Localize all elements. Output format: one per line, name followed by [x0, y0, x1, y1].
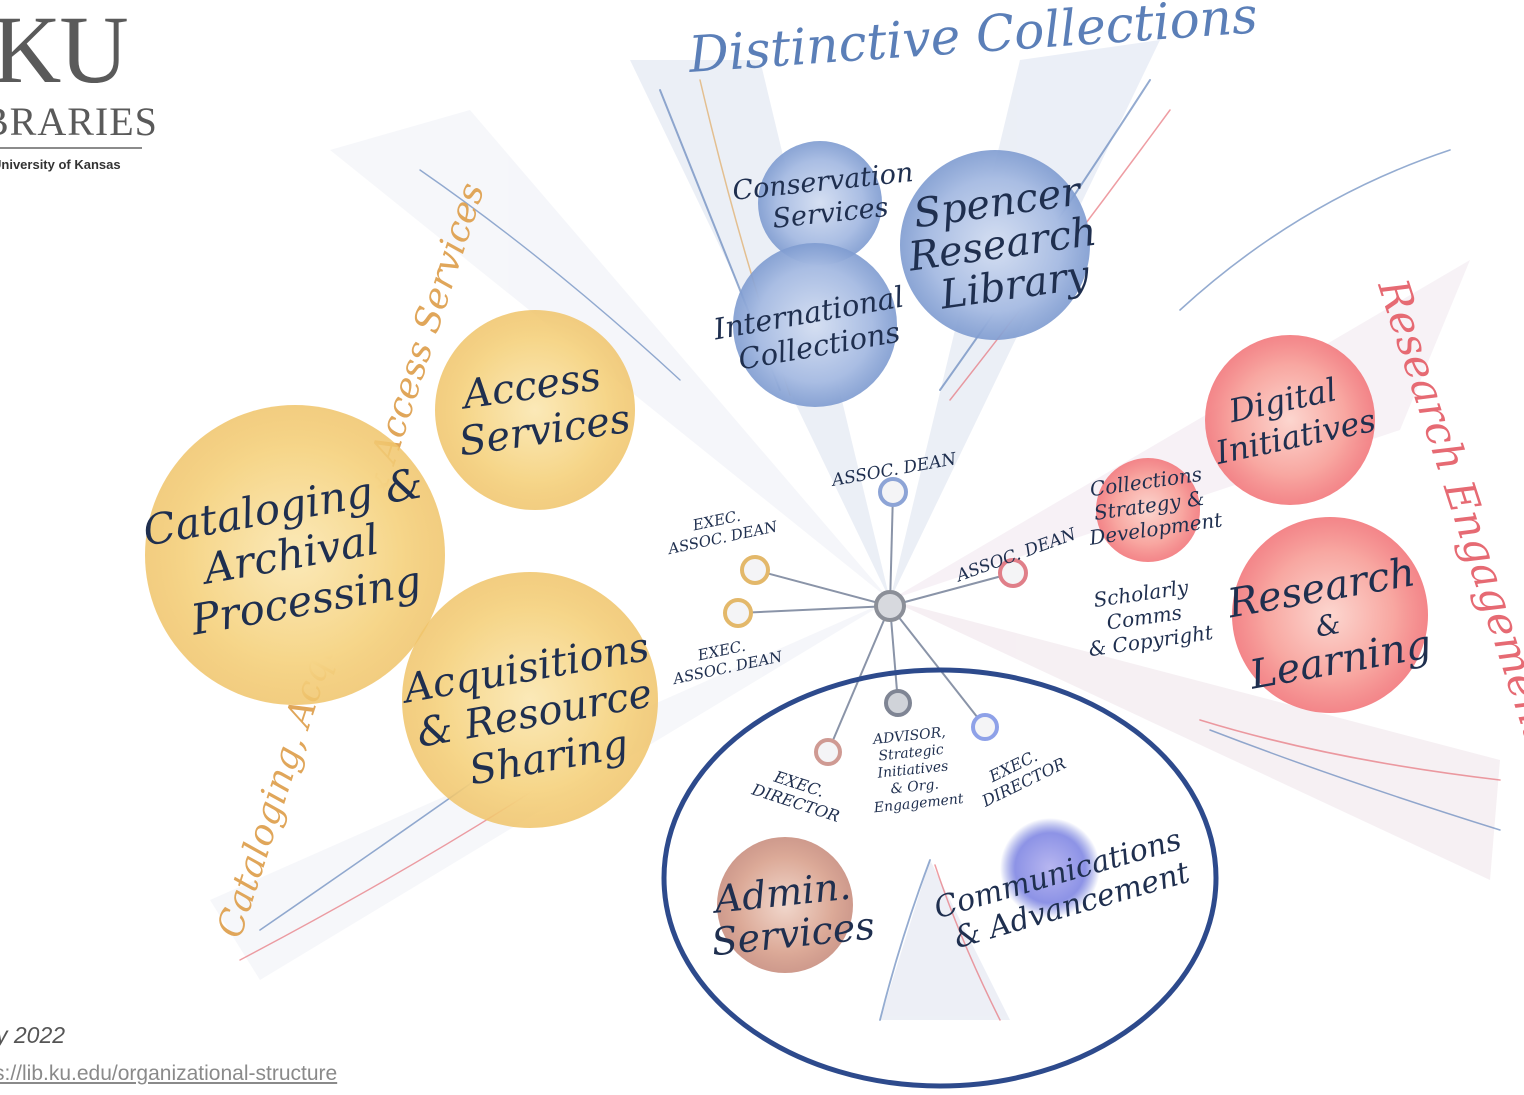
label-advisor: ADVISOR, Strategic Initiatives & Org. En…: [865, 723, 965, 816]
label-conservation-services: Conservation Services: [731, 156, 927, 239]
circle-acquisitions-resource: [402, 572, 658, 828]
node-advisor: [884, 689, 912, 717]
hub-network: [737, 491, 1014, 753]
node-assoc-dean-right: [998, 558, 1028, 588]
spoke-exec-director-right: [889, 605, 986, 728]
label-admin-services: Admin. Services: [705, 862, 877, 965]
footer-url-link[interactable]: s://lib.ku.edu/organizational-structure: [0, 1062, 338, 1085]
ku-libraries-logo: KU BRARIES University of Kansas: [0, 0, 157, 172]
circle-research-learning: [1232, 517, 1428, 713]
label-exec-director-left: EXEC. DIRECTOR: [749, 761, 848, 826]
node-exec-director-left: [814, 738, 842, 766]
spoke-assoc-dean-top: [889, 491, 894, 607]
circle-collections-strategy: [1096, 458, 1200, 562]
circle-international-collections: [733, 243, 897, 407]
logo-university: University of Kansas: [0, 157, 121, 172]
circle-communications-advancement: [1000, 818, 1100, 918]
label-exec-assoc-dean-1: EXEC. ASSOC. DEAN: [661, 500, 780, 559]
logo-ku: KU: [0, 0, 129, 103]
node-exec-director-right: [971, 713, 999, 741]
decorative-strokes: [239, 79, 1501, 1021]
node-exec-assoc-dean-2: [723, 598, 753, 628]
label-exec-director-right: EXEC. DIRECTOR: [970, 737, 1069, 811]
node-hub: [874, 590, 906, 622]
circle-conservation-services: [758, 141, 882, 265]
arc-title-distinctive-collections: Distinctive Collections: [686, 0, 1259, 84]
circle-access-services: [435, 310, 635, 510]
circle-cataloging-archival: [145, 405, 445, 705]
label-scholarly-comms: Scholarly Comms & Copyright: [1080, 572, 1215, 661]
unit-circles: [145, 141, 1428, 973]
hub-nodes: [723, 477, 1028, 766]
node-assoc-dean-top: [878, 477, 908, 507]
node-exec-assoc-dean-1: [740, 555, 770, 585]
wedge-bottom: [880, 860, 1010, 1020]
footer-date: y 2022: [0, 1022, 66, 1048]
label-cataloging-archival: Cataloging & Archival Processing: [139, 456, 456, 650]
spoke-assoc-dean-right: [889, 572, 1014, 607]
wedge-right-bottom: [890, 600, 1500, 880]
spoke-exec-assoc-dean-2: [737, 605, 891, 614]
circle-digital-initiatives: [1205, 335, 1375, 505]
spoke-advisor: [889, 605, 899, 704]
spoke-exec-assoc-dean-1: [754, 569, 891, 607]
circle-admin-services: [717, 837, 853, 973]
logo-divider: [0, 147, 142, 149]
label-collections-strategy: Collections Strategy & Development: [1080, 460, 1225, 550]
label-access-services: Access Services: [450, 350, 633, 465]
circle-spencer-research-library: [900, 150, 1090, 340]
highlight-ellipse: [661, 667, 1219, 1089]
logo-libraries: BRARIES: [0, 99, 158, 144]
